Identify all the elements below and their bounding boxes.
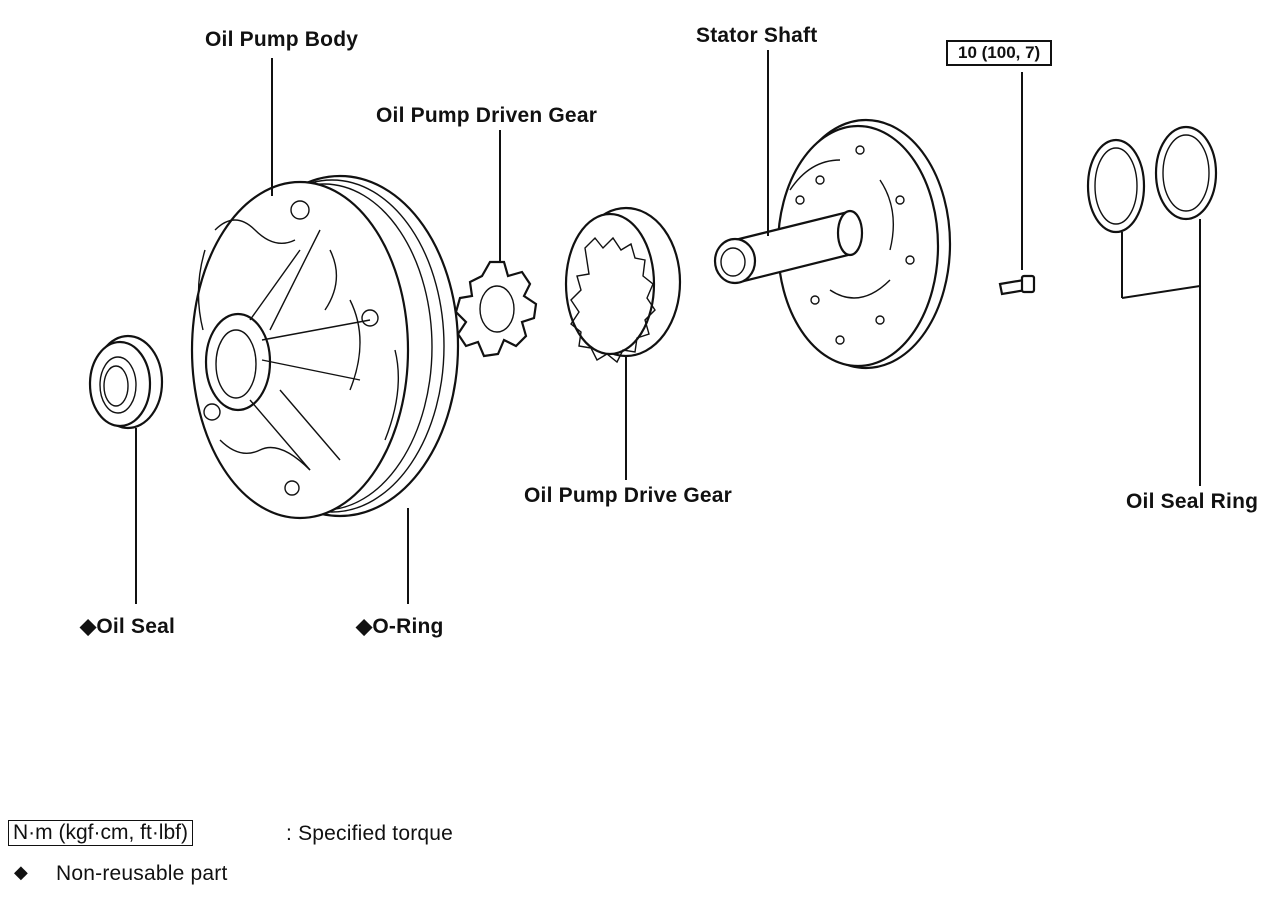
label-oil-pump-driven-gear: Oil Pump Driven Gear <box>376 104 598 127</box>
oil-seal-part <box>88 334 164 430</box>
oil-seal-rings-part <box>1086 125 1218 234</box>
label-oil-seal-ring: Oil Seal Ring <box>1126 490 1259 513</box>
oil-pump-drive-gear-part <box>564 206 682 364</box>
legend-torque-units-box: N·m (kgf·cm, ft·lbf) <box>8 820 193 846</box>
torque-spec-box: 10 (100, 7) <box>946 40 1053 66</box>
label-o-ring: ◆O-Ring <box>356 615 444 638</box>
leader-lines <box>135 50 1201 604</box>
bolt-part <box>998 274 1036 296</box>
oil-pump-driven-gear-part <box>454 260 538 358</box>
stator-shaft-part <box>713 118 952 370</box>
legend-torque-desc: : Specified torque <box>286 822 454 845</box>
legend-nonreusable-symbol: ◆ <box>14 862 29 882</box>
legend-nonreusable-desc: Non-reusable part <box>56 862 228 885</box>
oil-pump-body-part <box>190 174 460 520</box>
label-oil-seal: ◆Oil Seal <box>80 615 175 638</box>
label-oil-pump-body: Oil Pump Body <box>205 28 359 51</box>
label-oil-pump-drive-gear: Oil Pump Drive Gear <box>524 484 733 507</box>
label-stator-shaft: Stator Shaft <box>696 24 818 47</box>
